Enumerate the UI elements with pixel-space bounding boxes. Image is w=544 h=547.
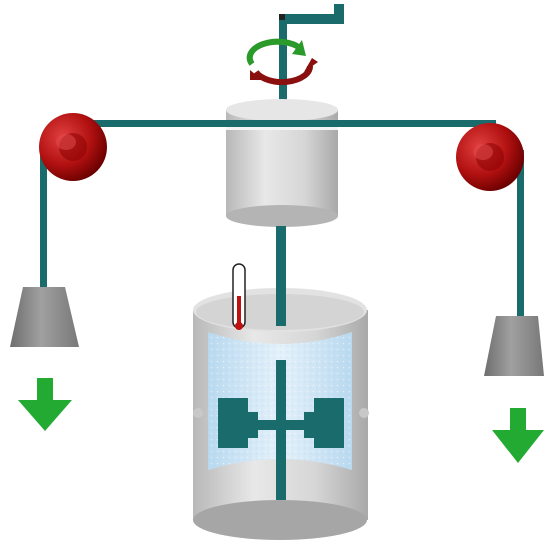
winding-drum [226, 99, 338, 227]
right-pulley [456, 123, 524, 191]
right-weight [484, 316, 544, 376]
shaft [276, 226, 286, 326]
down-arrow-icon [492, 408, 544, 463]
left-weight [10, 287, 79, 347]
left-pulley [39, 113, 107, 181]
thermometer-icon [232, 263, 246, 330]
down-arrow-icon [18, 378, 72, 431]
rotation-arrows-icon [246, 38, 318, 86]
crank-handle[interactable] [279, 4, 344, 134]
paddle-wheel [218, 398, 344, 448]
